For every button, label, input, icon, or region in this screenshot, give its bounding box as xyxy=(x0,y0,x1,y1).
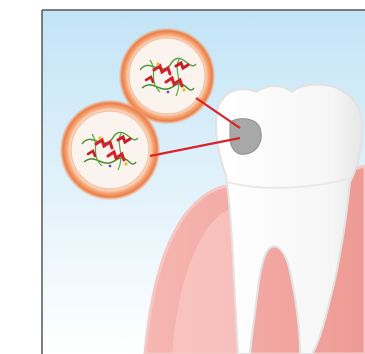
callout-protein-lower xyxy=(60,100,160,200)
